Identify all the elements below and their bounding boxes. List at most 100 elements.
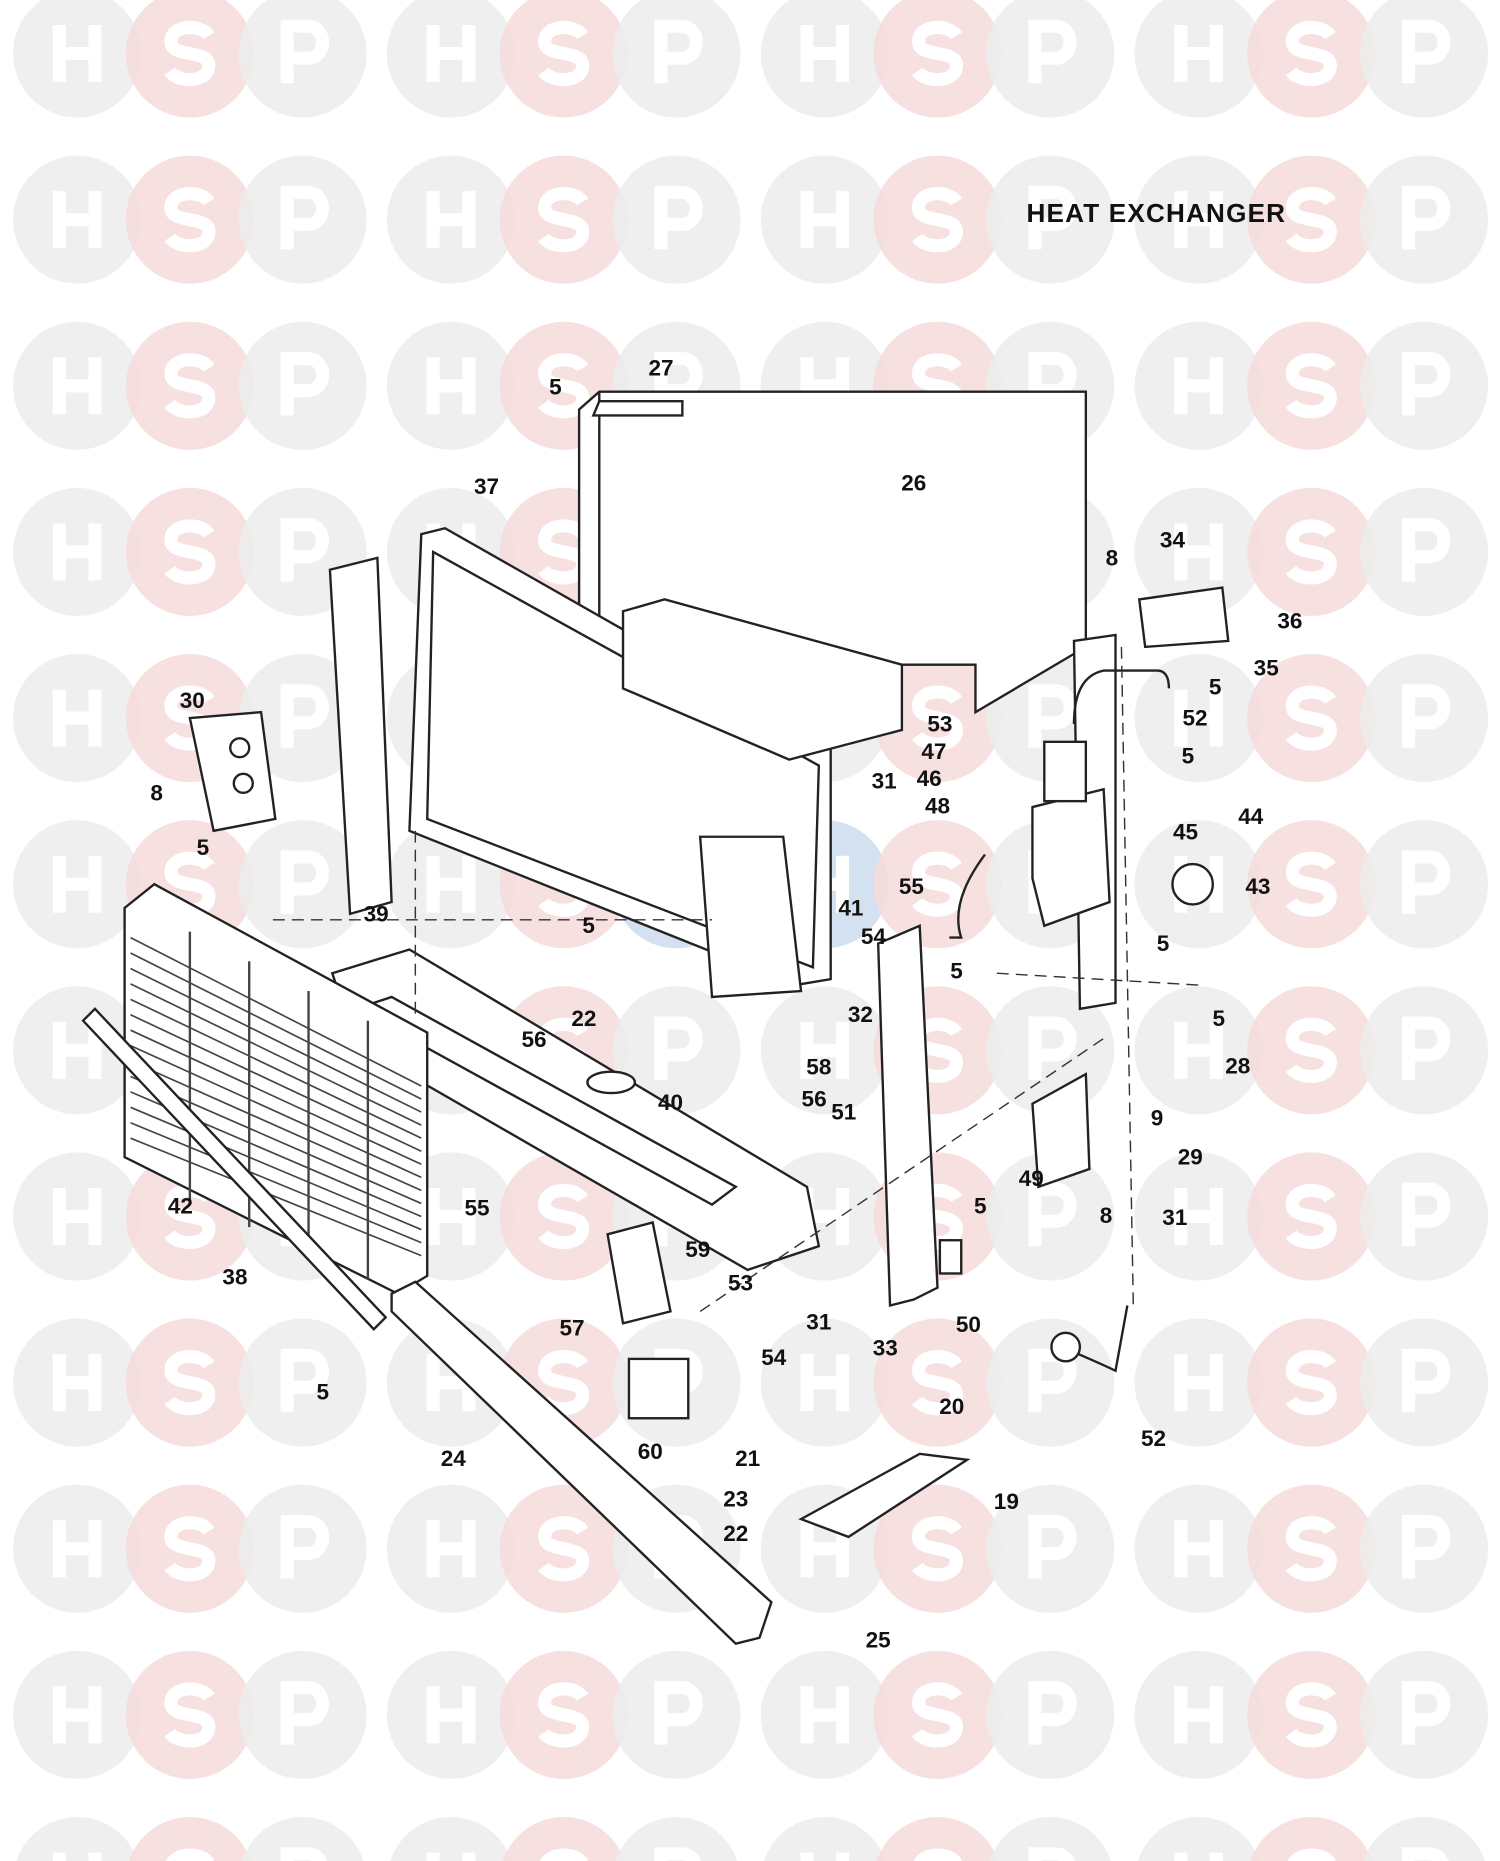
part-number-label[interactable]: 5 [197, 835, 210, 860]
watermark-letter-p-icon [280, 850, 329, 914]
pipe-52-top [1072, 669, 1171, 725]
watermark-letter-h-icon [426, 855, 476, 913]
part-number-label[interactable]: 42 [168, 1193, 193, 1218]
part-number-label[interactable]: 39 [364, 901, 389, 926]
part-number-label[interactable]: 8 [1100, 1203, 1113, 1228]
part-number-label[interactable]: 27 [648, 355, 673, 380]
part-number-label[interactable]: 60 [638, 1439, 663, 1464]
part-number-label[interactable]: 20 [939, 1394, 964, 1419]
part-number-label[interactable]: 33 [873, 1336, 898, 1361]
watermark-letter-p-icon [280, 518, 329, 582]
part-number-label[interactable]: 49 [1019, 1166, 1044, 1191]
watermark-letter-p-icon [280, 19, 329, 84]
watermark-letter-s-icon [167, 1848, 215, 1861]
part-number-label[interactable]: 53 [728, 1270, 753, 1295]
part-number-label[interactable]: 52 [1141, 1426, 1166, 1451]
watermark-letter-h-icon [52, 1354, 102, 1412]
part-number-label[interactable]: 19 [994, 1489, 1019, 1514]
part-number-label[interactable]: 8 [1106, 545, 1119, 570]
part-number-label[interactable]: 5 [1182, 744, 1195, 769]
part-number-label[interactable]: 5 [1209, 675, 1222, 700]
part-number-label[interactable]: 54 [761, 1345, 787, 1370]
watermark-letter-p-icon [280, 1348, 329, 1413]
guide-line [996, 972, 1199, 986]
grille-slat [130, 1060, 422, 1192]
watermark-letter-s-icon [538, 353, 590, 419]
part-number-label[interactable]: 26 [901, 471, 926, 496]
part-number-label[interactable]: 5 [582, 913, 595, 938]
part-number-label[interactable]: 35 [1254, 656, 1279, 681]
part-number-label[interactable]: 48 [925, 793, 950, 818]
part-number-label[interactable]: 31 [872, 768, 897, 793]
watermark-letter-p-icon [1402, 19, 1451, 84]
part-number-label[interactable]: 22 [571, 1006, 596, 1031]
part-number-label[interactable]: 38 [222, 1265, 247, 1290]
watermark-letter-s-icon [911, 21, 964, 87]
part-number-label[interactable]: 25 [866, 1628, 891, 1653]
part-number-label[interactable]: 59 [685, 1237, 710, 1262]
part-number-label[interactable]: 43 [1245, 874, 1270, 899]
part-number-label[interactable]: 36 [1277, 608, 1302, 633]
part-number-label[interactable]: 54 [861, 924, 887, 949]
part-number-label[interactable]: 52 [1182, 706, 1207, 731]
bracket-29 [1031, 1072, 1091, 1189]
watermark-letter-h-icon [426, 191, 476, 249]
grille-slat [130, 1121, 422, 1244]
part-number-label[interactable]: 30 [180, 688, 205, 713]
part-number-label[interactable]: 22 [723, 1521, 748, 1546]
part-number-label[interactable]: 5 [974, 1193, 987, 1218]
part-number-label[interactable]: 24 [441, 1446, 467, 1471]
watermark-letter-s-icon [164, 1350, 216, 1416]
part-number-label[interactable]: 58 [806, 1054, 831, 1079]
clip-27 [591, 400, 684, 417]
watermark-circle [502, 1816, 625, 1861]
part-number-label[interactable]: 5 [950, 958, 963, 983]
part-number-label[interactable]: 47 [921, 739, 946, 764]
watermark-letter-s-icon [911, 1350, 964, 1416]
part-number-label[interactable]: 31 [806, 1310, 831, 1335]
part-number-label[interactable]: 21 [735, 1446, 760, 1471]
watermark-circle [876, 1816, 999, 1861]
rail-24 [390, 1280, 773, 1646]
part-number-label[interactable]: 51 [831, 1100, 856, 1125]
grille-slat [130, 936, 422, 1087]
watermark-letter-s-icon [164, 353, 216, 419]
part-number-label[interactable]: 29 [1178, 1145, 1203, 1170]
component-40 [586, 1070, 637, 1095]
watermark-circle [241, 1816, 364, 1861]
watermark-letter-h-icon [1174, 1686, 1223, 1744]
watermark-letter-p-icon [280, 1847, 328, 1861]
part-number-label[interactable]: 57 [559, 1316, 584, 1341]
part-number-label[interactable]: 8 [150, 780, 163, 805]
part-number-label[interactable]: 5 [549, 374, 562, 399]
part-number-label[interactable]: 55 [465, 1196, 490, 1221]
part-number-label[interactable]: 56 [521, 1027, 546, 1052]
part-number-label[interactable]: 5 [1212, 1006, 1225, 1031]
part-number-label[interactable]: 28 [1225, 1053, 1250, 1078]
diagram-drawing [81, 390, 1230, 1646]
part-number-label[interactable]: 5 [317, 1380, 330, 1405]
watermark-letter-p-icon [1402, 1182, 1451, 1247]
part-number-label[interactable]: 31 [1162, 1205, 1187, 1230]
part-number-label[interactable]: 37 [474, 474, 499, 499]
grille-slat [130, 983, 422, 1126]
part-number-label[interactable]: 41 [838, 895, 863, 920]
watermark-letter-p-icon [654, 1847, 702, 1861]
part-number-label[interactable]: 23 [723, 1486, 748, 1511]
part-number-label[interactable]: 46 [917, 766, 942, 791]
part-number-label[interactable]: 40 [658, 1090, 683, 1115]
bracket-34 [1137, 586, 1230, 649]
part-number-label[interactable]: 45 [1173, 820, 1198, 845]
part-number-label[interactable]: 44 [1238, 804, 1264, 829]
watermark-letter-s-icon [1285, 685, 1337, 751]
part-number-label[interactable]: 50 [956, 1312, 981, 1337]
part-number-label[interactable]: 34 [1160, 528, 1186, 553]
part-number-label[interactable]: 5 [1157, 931, 1170, 956]
part-number-label[interactable]: 32 [848, 1002, 873, 1027]
part-number-label[interactable]: 56 [802, 1087, 827, 1112]
part-number-label[interactable]: 53 [927, 712, 952, 737]
part-number-label[interactable]: 55 [899, 874, 924, 899]
part-number-label[interactable]: 9 [1151, 1105, 1164, 1130]
watermark-letter-h-icon [52, 1686, 102, 1744]
